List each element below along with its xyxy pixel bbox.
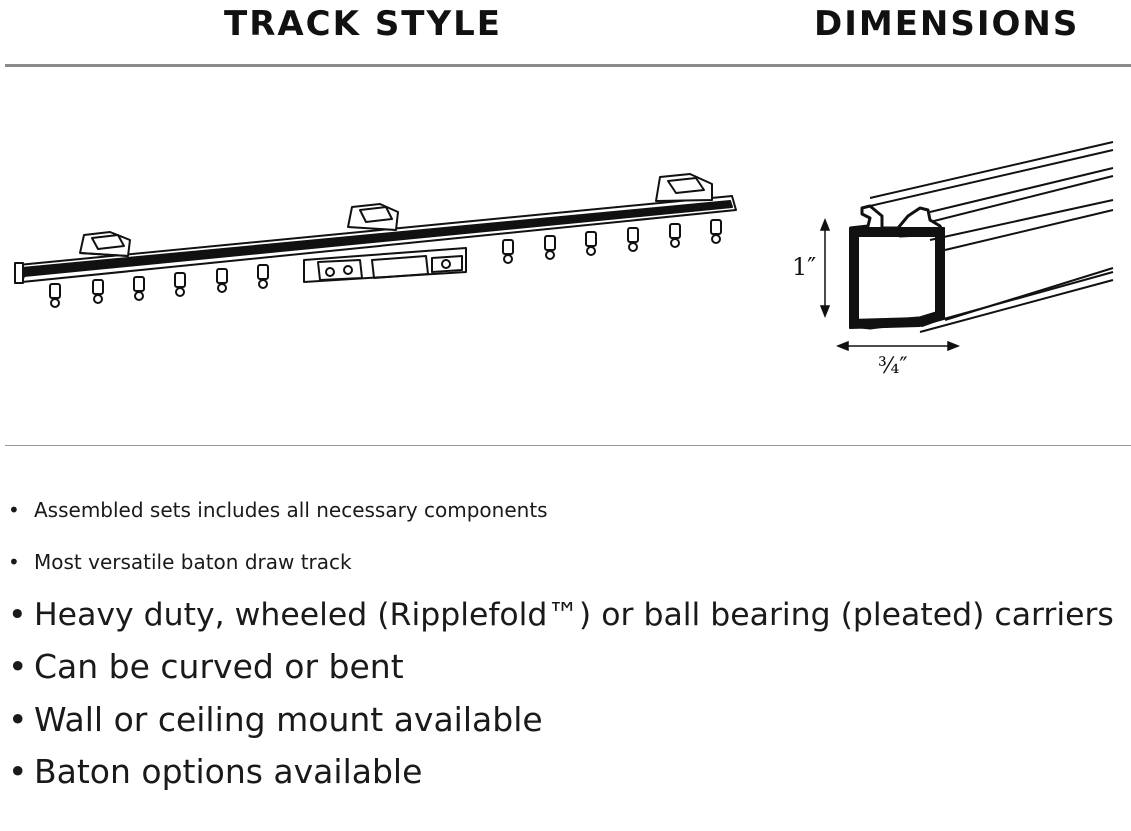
- carrier: [174, 272, 186, 297]
- feature-item: •Heavy duty, wheeled (Ripplefold™) or ba…: [8, 589, 1114, 641]
- carrier: [627, 227, 639, 252]
- bullet-icon: •: [8, 647, 28, 687]
- feature-item: • Assembled sets includes all necessary c…: [8, 484, 1114, 536]
- mount-bracket: [347, 203, 399, 231]
- carrier: [502, 239, 514, 264]
- mount-bracket: [655, 173, 713, 202]
- carrier: [257, 264, 269, 289]
- master-carrier: [303, 247, 467, 283]
- track-illustration: [14, 173, 737, 308]
- carrier: [669, 223, 681, 248]
- carrier: [92, 279, 104, 304]
- feature-text: Most versatile baton draw track: [34, 550, 352, 575]
- track-profile-illustration: [819, 141, 1114, 352]
- track-style-heading: TRACK STYLE: [224, 4, 503, 44]
- feature-text: Assembled sets includes all necessary co…: [34, 498, 548, 522]
- bullet-icon: •: [8, 550, 20, 575]
- feature-text: Heavy duty, wheeled (Ripplefold™) or bal…: [34, 596, 1114, 633]
- carrier: [585, 231, 597, 256]
- middle-divider: [5, 445, 1131, 446]
- carrier: [216, 268, 228, 293]
- height-dimension-label: 1″: [792, 253, 817, 281]
- feature-text: Wall or ceiling mount available: [34, 699, 543, 739]
- carrier: [49, 283, 61, 308]
- feature-list: • Assembled sets includes all necessary c…: [8, 484, 1114, 798]
- carrier: [710, 219, 722, 244]
- dimensions-heading: DIMENSIONS: [814, 4, 1080, 44]
- top-divider: [5, 64, 1131, 67]
- width-dimension-label: ¾″: [878, 354, 908, 379]
- mount-bracket: [79, 231, 131, 257]
- feature-text: Baton options available: [34, 751, 423, 791]
- feature-text: Can be curved or bent: [34, 647, 404, 687]
- feature-item: • Most versatile baton draw track: [8, 536, 1114, 588]
- feature-item: •Can be curved or bent: [8, 641, 1114, 693]
- carrier: [544, 235, 556, 260]
- bullet-icon: •: [8, 751, 28, 791]
- feature-item: •Wall or ceiling mount available: [8, 694, 1114, 746]
- carrier: [133, 276, 145, 301]
- bullet-icon: •: [8, 699, 28, 739]
- bullet-icon: •: [8, 596, 27, 633]
- bullet-icon: •: [8, 498, 20, 522]
- feature-item: •Baton options available: [8, 746, 1114, 798]
